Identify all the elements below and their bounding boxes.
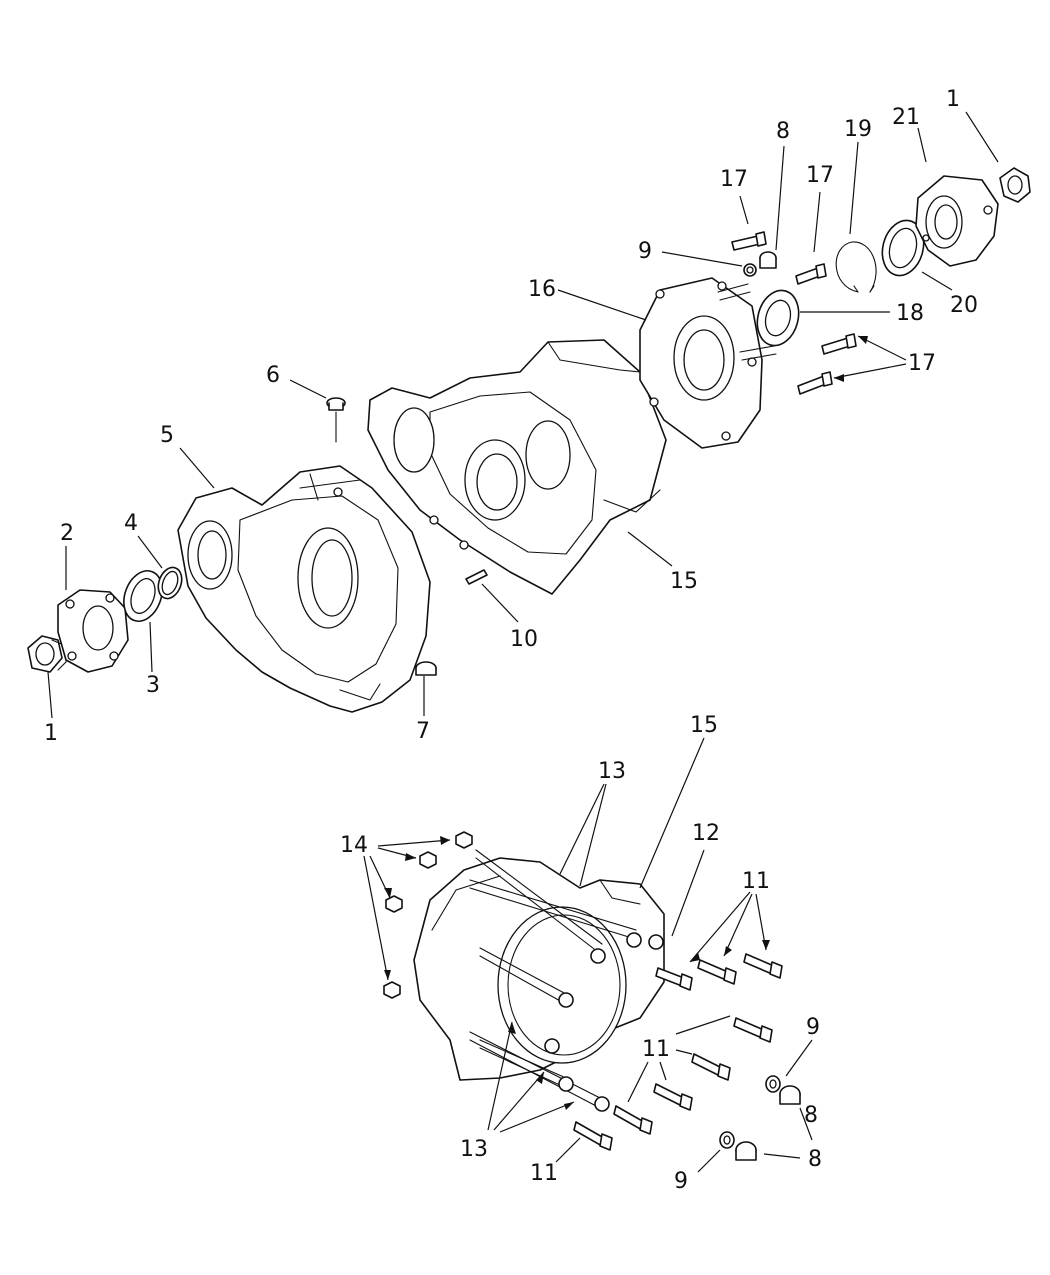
bolt-11-a: [655, 967, 693, 991]
callout-8-top: 8: [776, 119, 790, 144]
drain-plug-bottom: [415, 661, 437, 676]
bolt-17-low1: [821, 333, 857, 355]
dowel-pin: [465, 569, 488, 585]
callout-13-bottom: 13: [460, 1137, 488, 1162]
bearing: [756, 289, 800, 347]
long-bolts-13: [469, 849, 664, 1112]
callout-8-mid: 8: [804, 1103, 818, 1128]
companion-flange: [57, 589, 129, 673]
callout-15-upper: 15: [670, 569, 698, 594]
callout-4: 4: [124, 511, 138, 536]
assembled-housing: [413, 857, 665, 1081]
callout-16: 16: [528, 277, 556, 302]
bolt-11-b: [697, 959, 737, 985]
plug-lower-1: [779, 1085, 801, 1105]
o-ring: [157, 566, 183, 600]
callout-labels: 1 2 3 4 5 6 7 10 15 16 17 8 9 17 19 21 1…: [44, 87, 978, 1194]
bolt-11-c: [743, 953, 783, 979]
center-housing-upper: [367, 339, 667, 595]
callout-20: 20: [950, 293, 978, 318]
bolt-17-mid: [795, 263, 827, 285]
callout-17-right: 17: [908, 351, 936, 376]
rear-oil-seal: [881, 219, 925, 277]
bolt-17-low2: [797, 371, 833, 395]
callout-18: 18: [896, 301, 924, 326]
washer-lower-2: [719, 1131, 735, 1149]
rear-cover: [639, 277, 763, 449]
callout-11-mid: 11: [642, 1037, 670, 1062]
callout-15-lower: 15: [690, 713, 718, 738]
bolt-11-g: [613, 1105, 653, 1135]
callout-2: 2: [60, 521, 74, 546]
callout-9-mid: 9: [806, 1015, 820, 1040]
nuts-14: [383, 831, 473, 999]
callout-11-right: 11: [742, 869, 770, 894]
bolt-11-f: [653, 1083, 693, 1111]
callout-7: 7: [416, 719, 430, 744]
callout-8-bottom: 8: [808, 1147, 822, 1172]
callout-9-bottom: 9: [674, 1169, 688, 1194]
leader-lines: [47, 111, 999, 1173]
flange-nut-left: [27, 635, 67, 673]
drain-plug-top: [326, 397, 346, 443]
callout-6: 6: [266, 363, 280, 388]
callout-10: 10: [510, 627, 538, 652]
callout-5: 5: [160, 423, 174, 448]
callout-3: 3: [146, 673, 160, 698]
callout-19: 19: [844, 117, 872, 142]
washer-upper: [743, 263, 757, 277]
callout-17-mid: 17: [806, 163, 834, 188]
flange-nut-right: [999, 167, 1031, 203]
rear-companion-flange: [915, 175, 999, 267]
callout-14: 14: [340, 833, 368, 858]
bolt-11-d: [733, 1017, 773, 1043]
snap-ring: [835, 241, 877, 293]
washer-lower-1: [765, 1075, 781, 1093]
callout-17-left: 17: [720, 167, 748, 192]
bolt-11-e: [691, 1053, 731, 1081]
cover-bolt-a: [717, 283, 751, 301]
callout-11-bottom: 11: [530, 1161, 558, 1186]
front-housing: [177, 465, 431, 713]
callout-9-top: 9: [638, 239, 652, 264]
callout-13-top: 13: [598, 759, 626, 784]
oil-seal: [123, 570, 163, 622]
plug-upper: [759, 251, 777, 269]
leader-arrows: [384, 336, 868, 1110]
callout-21: 21: [892, 105, 920, 130]
bolt-17-top: [731, 231, 767, 251]
callout-1-left: 1: [44, 721, 58, 746]
callout-1-right: 1: [946, 87, 960, 112]
cover-bolt-b: [739, 345, 777, 361]
bolt-11-h: [573, 1121, 613, 1151]
callout-12: 12: [692, 821, 720, 846]
plug-lower-2: [735, 1141, 757, 1161]
